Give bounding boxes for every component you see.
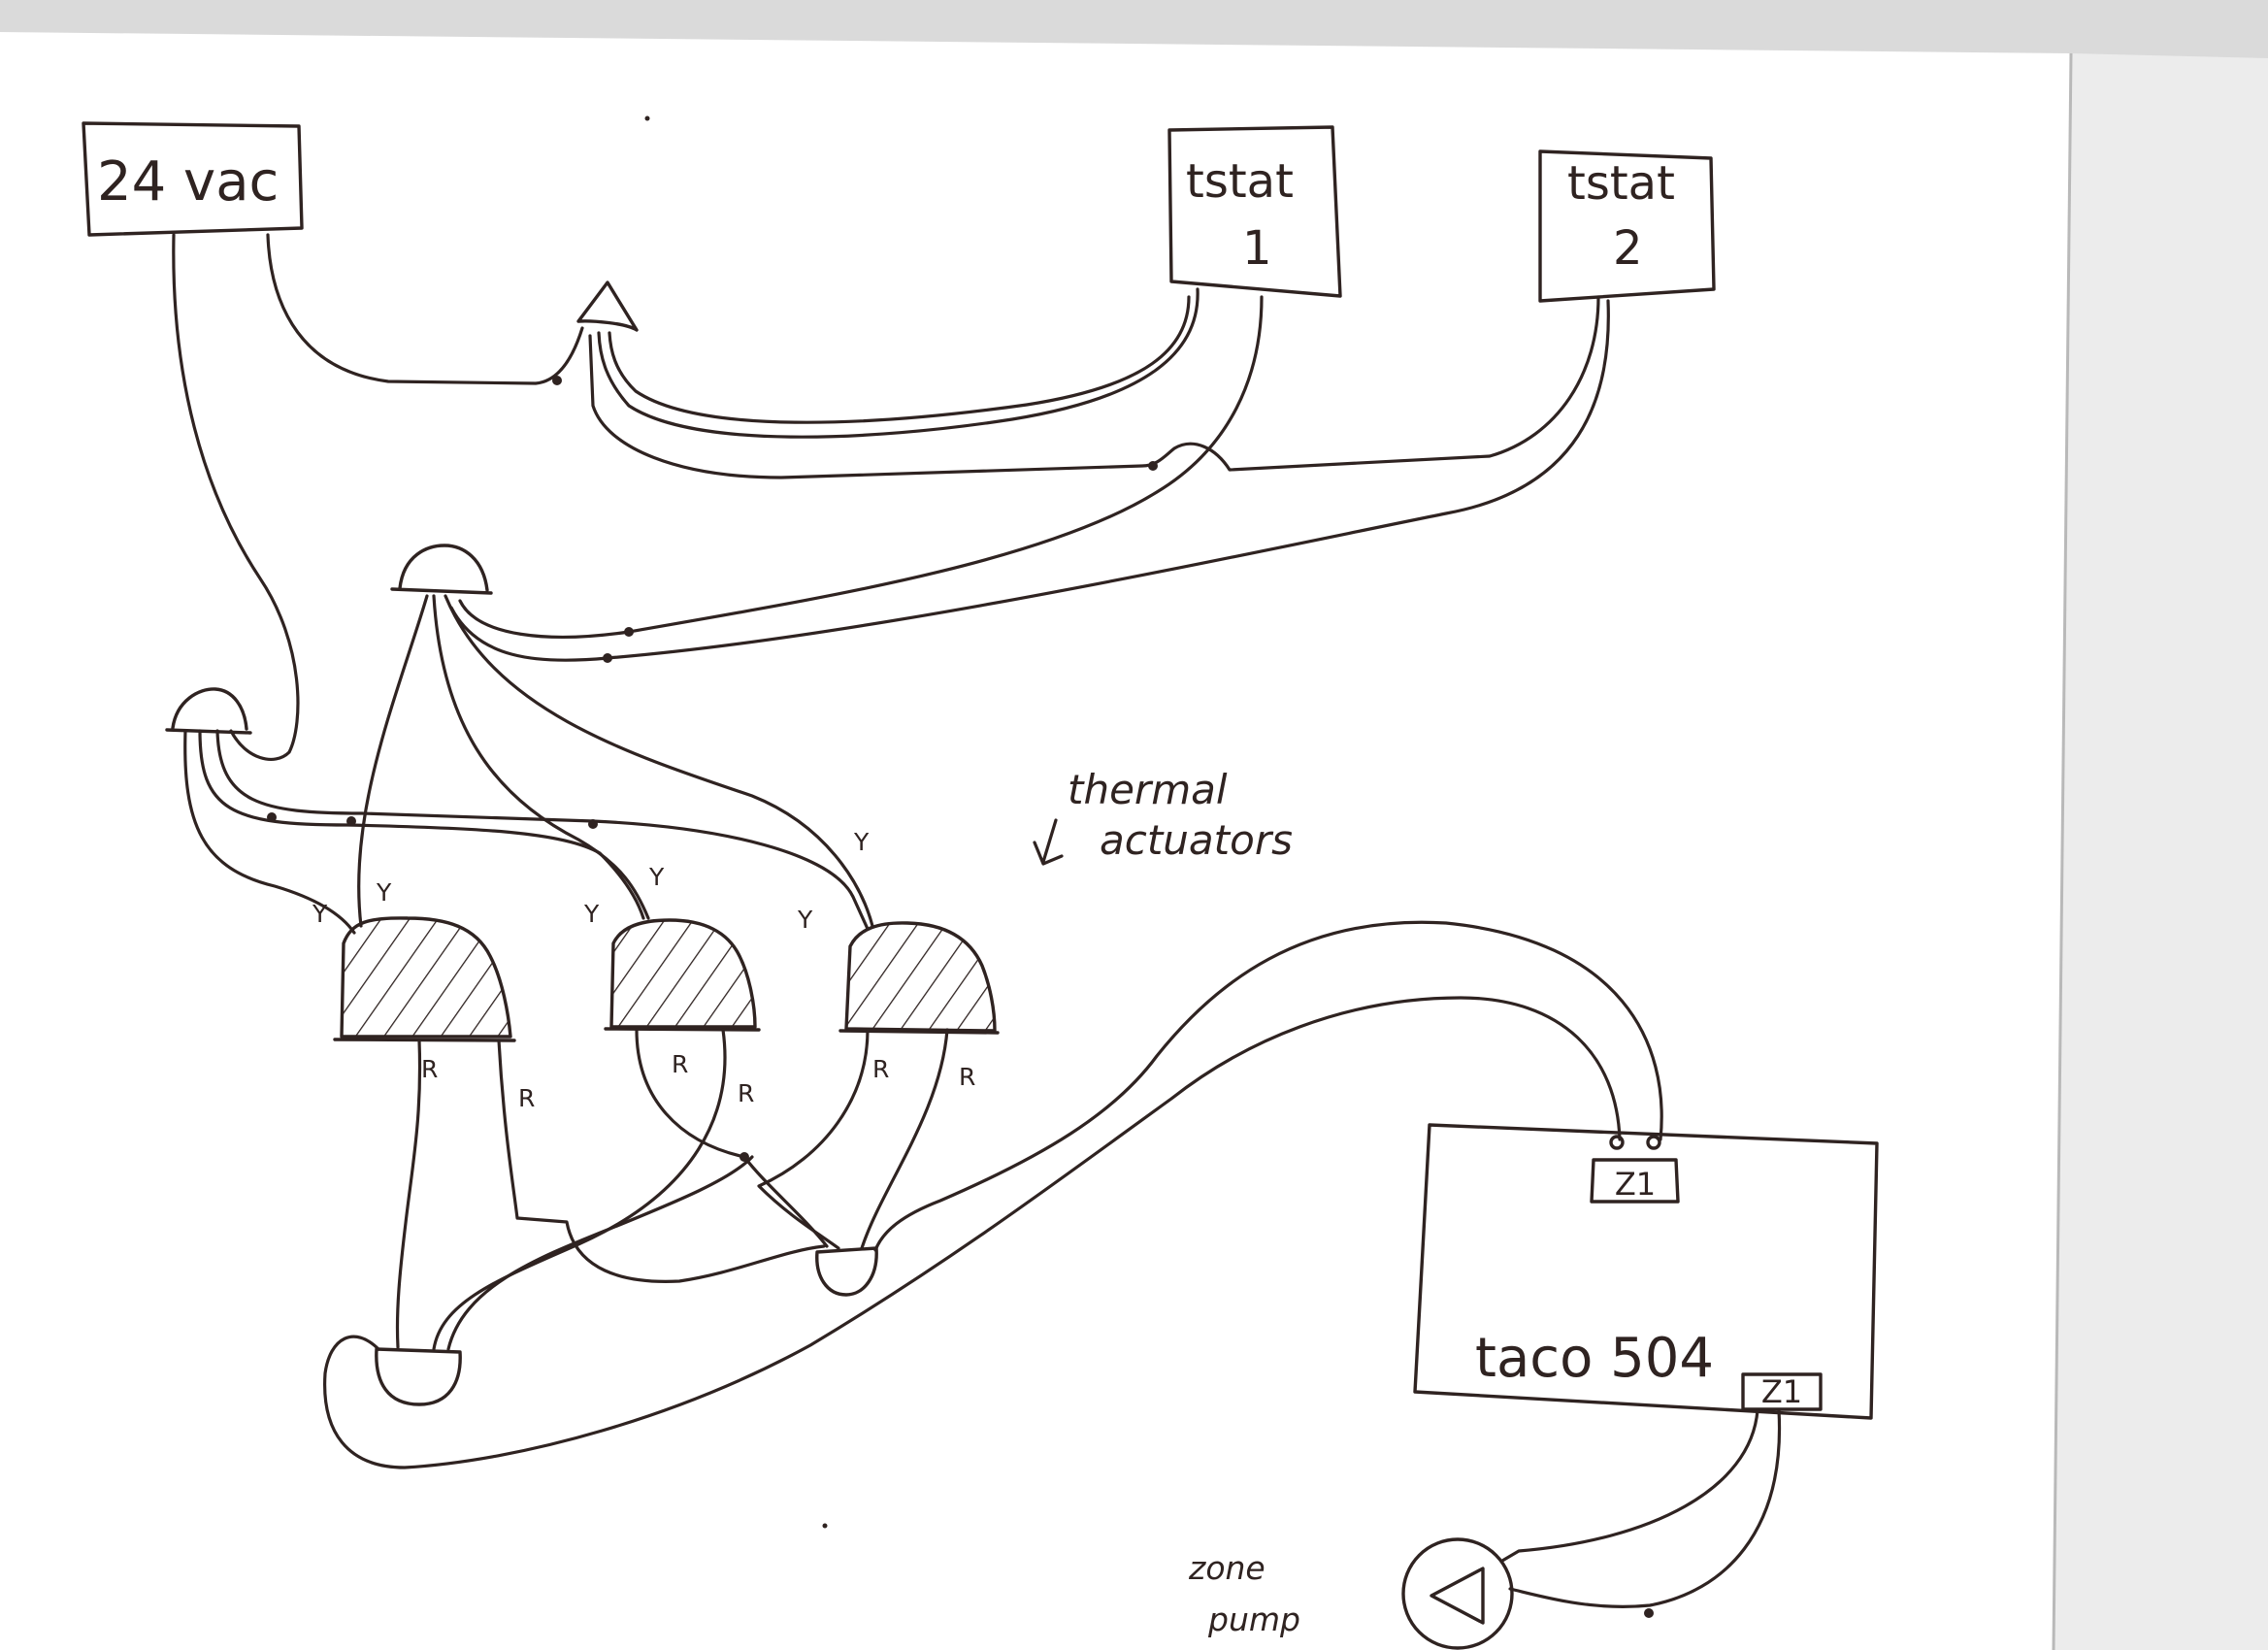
wire-label-r: R <box>738 1079 754 1107</box>
wire-label-y: Y <box>312 900 328 928</box>
taco-504-controller: taco 504 Z1 Z1 <box>1413 1123 1879 1420</box>
wire-left-nut-to-actuator-3 <box>215 729 870 931</box>
terminal-screw-1 <box>1609 1135 1625 1150</box>
thermostat-2: tstat 2 <box>1538 149 1716 303</box>
wire-middle-nut-to-actuator-2 <box>432 594 650 920</box>
thermostat-2-box <box>1538 149 1716 303</box>
paper-edge <box>2052 52 2073 1650</box>
wire-middle-nut-to-actuator-3 <box>444 594 874 928</box>
wire-nut-left <box>165 687 252 735</box>
scanner-side-strip <box>2054 53 2268 1650</box>
power-supply-box <box>82 121 304 237</box>
wire-actuator-3-r-to-small-nut-b <box>860 1028 949 1250</box>
wire-nut-middle-base <box>390 587 493 595</box>
wire-label-r: R <box>421 1055 438 1083</box>
wire-label-r: R <box>872 1055 889 1083</box>
wire-left-nut-to-actuator-1 <box>183 729 356 935</box>
wire-actuator-2-r-to-small-nut <box>635 1028 829 1248</box>
wire-actuator-1-r-to-small-nut <box>497 1039 826 1283</box>
wire-z1-to-pump-b <box>1508 1408 1782 1608</box>
wire-label-y: Y <box>853 828 870 856</box>
wire-nut-left-dome <box>171 687 248 731</box>
pump-triangle-icon <box>1430 1567 1485 1625</box>
wire-nut-top-arrow <box>576 280 639 332</box>
wire-nut-middle-dome <box>398 544 489 592</box>
controller-box <box>1413 1123 1879 1420</box>
zone-pump-circle <box>1401 1537 1514 1650</box>
splice-dot <box>624 627 634 637</box>
splice-dot <box>346 816 356 826</box>
controller-terminal-top: Z1 <box>1590 1135 1680 1204</box>
thermal-actuator-2-base <box>604 1027 761 1032</box>
terminal-screw-2 <box>1646 1135 1661 1150</box>
power-supply-24vac: 24 vac <box>82 121 304 237</box>
splice-dot <box>1644 1608 1654 1618</box>
terminal-top-label: Z1 <box>1615 1166 1656 1203</box>
annotation-arrow-icon <box>1033 818 1064 866</box>
wire-tstat1-to-top-nut-outer <box>597 287 1200 439</box>
wire-nut-small-center <box>815 1246 878 1297</box>
red-wire-labels: R R R R R R <box>421 1050 975 1112</box>
power-supply-label: 24 vac <box>97 150 279 214</box>
zone-pump-label-2: pump <box>1207 1600 1300 1638</box>
wire-label-y: Y <box>797 906 813 934</box>
thermal-actuator-2 <box>604 918 761 1032</box>
annotation-line-2: actuators <box>1100 816 1293 864</box>
paper-speck <box>644 116 650 121</box>
yellow-wire-labels: Y Y Y Y Y Y <box>312 828 870 934</box>
thermostat-1-number: 1 <box>1242 221 1272 276</box>
wire-tstat2-to-middle-nut <box>449 299 1610 662</box>
wire-label-r: R <box>672 1050 688 1078</box>
wire-label-y: Y <box>583 900 600 928</box>
thermostat-1: tstat 1 <box>1167 125 1342 298</box>
wire-label-y: Y <box>648 863 665 891</box>
wire-actuator-3-r-to-small-nut-a <box>757 1028 870 1250</box>
wire-tstat1-to-middle-nut <box>458 295 1264 639</box>
wire-nut-middle <box>390 544 493 595</box>
thermostat-1-label: tstat <box>1186 154 1294 209</box>
thermostat-2-label: tstat <box>1567 156 1675 211</box>
thermal-actuators-annotation: thermal actuators <box>1033 766 1293 866</box>
wire-z1-to-bottom-nut-loop <box>323 996 1622 1469</box>
annotation-line-1: thermal <box>1068 766 1228 813</box>
wire-24vac-to-left-nut <box>172 233 300 761</box>
wire-bottom-nut-to-junction <box>446 1155 754 1351</box>
splice-dot <box>1148 461 1158 471</box>
wire-z1-to-pump-a <box>1500 1408 1759 1563</box>
wire-label-r: R <box>518 1084 535 1112</box>
zone-pump-label-1: zone <box>1188 1549 1265 1587</box>
wire-z1-to-small-nut <box>873 920 1663 1252</box>
terminal-bottom-label: Z1 <box>1761 1373 1802 1410</box>
controller-label: taco 504 <box>1475 1327 1714 1390</box>
zone-pump: zone pump <box>1188 1537 1514 1650</box>
splice-dot <box>740 1152 749 1162</box>
wire-label-y: Y <box>376 878 392 907</box>
thermal-actuator-2-body <box>609 918 757 1029</box>
paper-sheet <box>0 32 2071 1650</box>
splice-dot <box>267 812 277 822</box>
thermal-actuator-3-base <box>838 1029 1000 1035</box>
terminal-bottom-box <box>1741 1372 1823 1411</box>
splice-dots <box>267 116 1654 1618</box>
wire-tstat1-to-top-nut-inner <box>608 295 1191 424</box>
terminal-top-box <box>1590 1158 1680 1204</box>
splice-dot <box>603 653 612 663</box>
thermostat-1-box <box>1167 125 1342 298</box>
wire-tstat2-to-top-nut <box>588 295 1600 479</box>
splice-dot <box>552 376 562 385</box>
wire-middle-nut-to-actuator-1 <box>357 594 429 928</box>
controller-terminal-bottom: Z1 <box>1741 1372 1823 1411</box>
wire-left-nut-to-actuator-2 <box>198 729 645 920</box>
wire-actuator-2-r-to-bottom-nut <box>432 1028 727 1351</box>
paper-speck <box>822 1523 828 1529</box>
wire-nut-left-base <box>165 728 252 735</box>
wire-label-r: R <box>959 1063 975 1091</box>
wire-24vac-to-top-nut <box>266 233 584 385</box>
thermostat-2-number: 2 <box>1613 221 1643 276</box>
splice-dot <box>588 819 598 829</box>
wire-nut-bottom <box>375 1347 462 1406</box>
wire-actuator-1-r-to-bottom-nut <box>395 1039 422 1349</box>
